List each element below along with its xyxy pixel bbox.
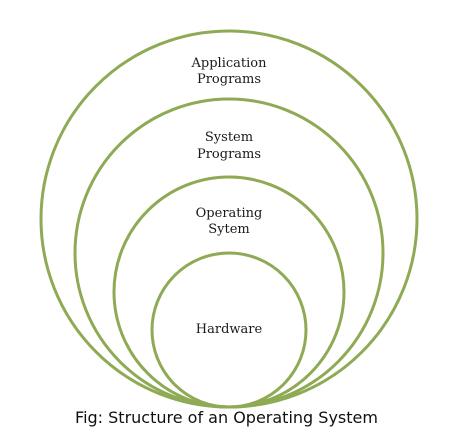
label-hardware: Hardware [196,322,263,337]
label-operating-system-line2: Sytem [208,222,250,237]
figure-caption: Fig: Structure of an Operating System [75,408,378,427]
label-application-programs-line1: Application [191,56,268,71]
label-application-programs-line2: Programs [197,72,261,87]
label-operating-system-line1: Operating [196,206,263,221]
ring-hardware [150,251,308,409]
label-system-programs-line1: System [205,130,253,145]
label-system-programs-line2: Programs [197,147,261,162]
